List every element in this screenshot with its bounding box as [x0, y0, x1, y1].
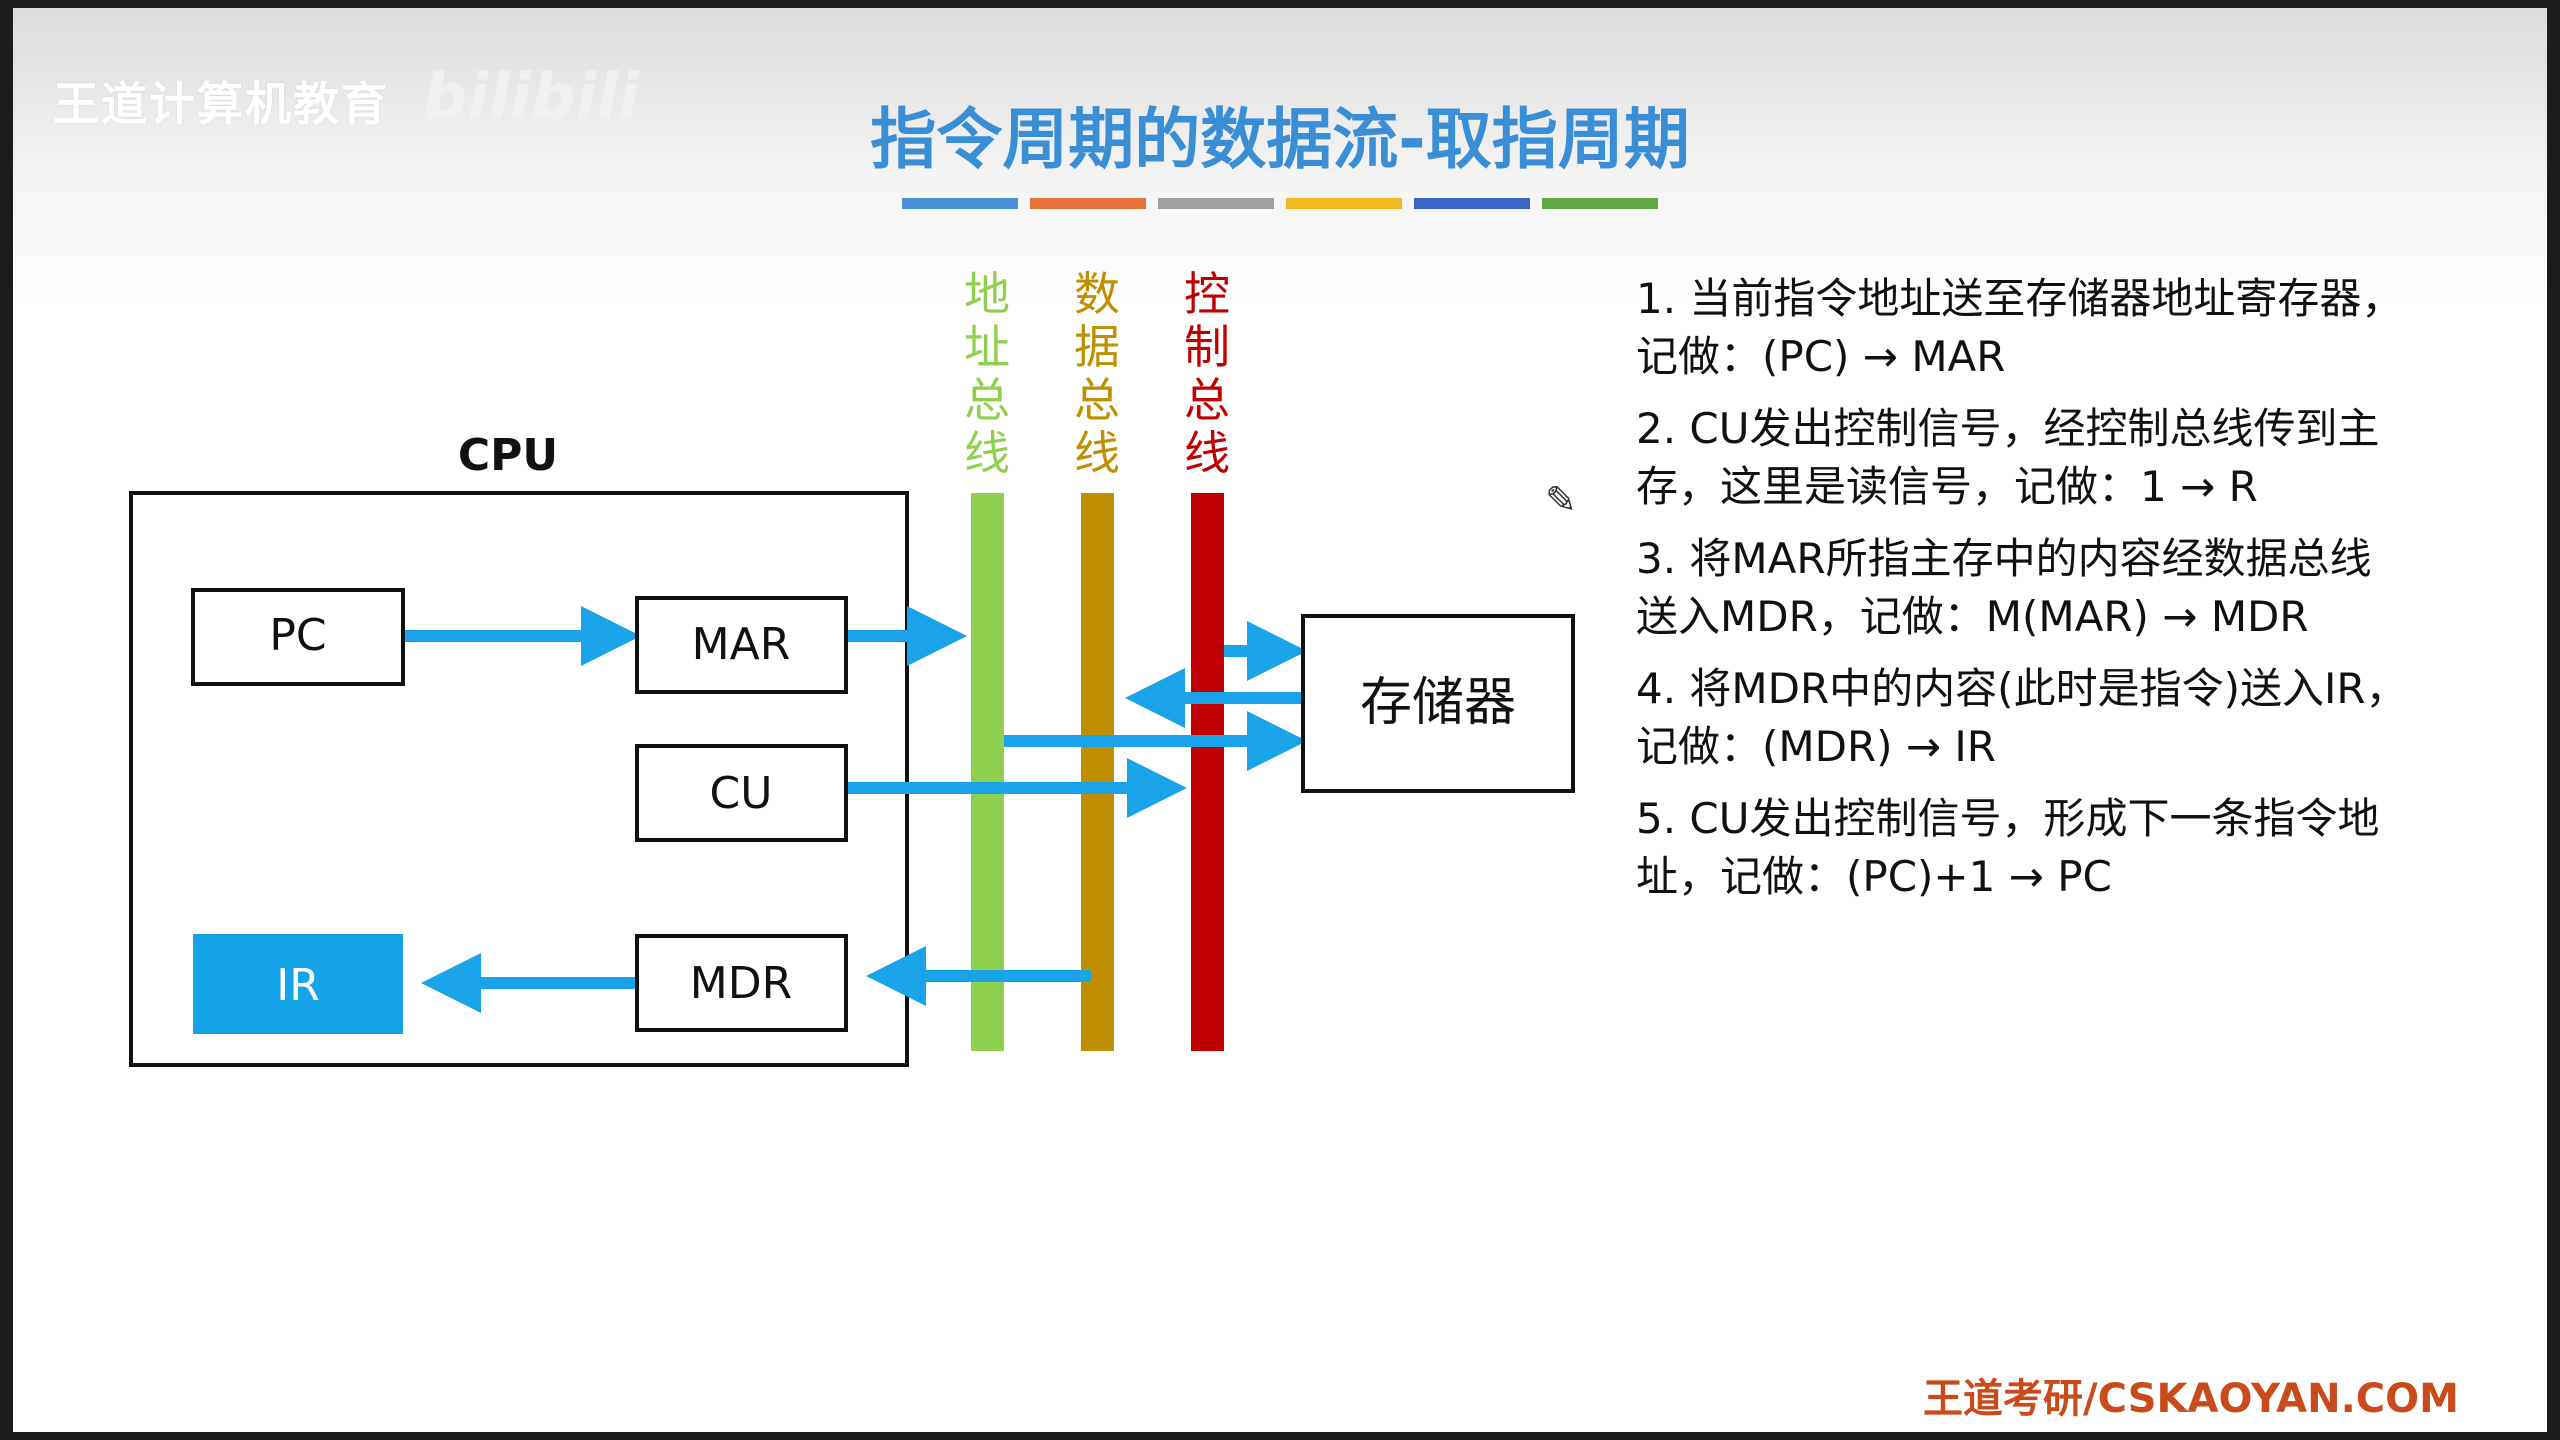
bus-label-char: 数 [1074, 267, 1120, 321]
color-segment [1030, 198, 1146, 209]
data-bus-label: 数 据 总 线 [1074, 267, 1120, 480]
bus-label-char: 控 [1184, 267, 1230, 321]
mar-register-label: MAR [692, 619, 791, 670]
bus-label-char: 总 [1074, 373, 1120, 427]
bus-label-char: 总 [964, 373, 1010, 427]
color-segment [1286, 198, 1402, 209]
slide-title: 指令周期的数据流-取指周期 [870, 101, 1690, 178]
step-text: 5. CU发出控制信号，形成下一条指令地 [1636, 794, 2380, 843]
color-segment [902, 198, 1018, 209]
datapath-diagram: CPU 地 址 总 线 数 据 总 线 控 制 总 线 [129, 267, 1575, 1067]
pc-register-box [191, 588, 405, 686]
address-bus-label: 地 址 总 线 [964, 267, 1010, 480]
mar-register-box [635, 596, 848, 694]
step-text: 4. 将MDR中的内容(此时是指令)送入IR， [1636, 664, 2408, 713]
step-item: 2. CU发出控制信号，经控制总线传到主 存，这里是读信号，记做：1 → R [1636, 400, 2516, 516]
memory-label: 存储器 [1360, 673, 1516, 733]
pencil-cursor-icon: ✎ [1545, 478, 1577, 522]
data-bus-bar [1081, 493, 1114, 1051]
bus-label-char: 线 [1184, 426, 1230, 480]
cpu-box [129, 491, 909, 1067]
step-text: 送入MDR，记做：M(MAR) → MDR [1636, 592, 2309, 641]
step-text: 3. 将MAR所指主存中的内容经数据总线 [1636, 534, 2372, 583]
control-bus-label: 控 制 总 线 [1184, 267, 1230, 480]
title-color-bar [13, 198, 2547, 209]
footer-brand: 王道考研/CSKAOYAN.COM [1923, 1376, 2459, 1422]
step-text: 2. CU发出控制信号，经控制总线传到主 [1636, 404, 2380, 453]
color-segment [1414, 198, 1530, 209]
step-text: 存，这里是读信号，记做：1 → R [1636, 462, 2258, 511]
mdr-register-label: MDR [690, 958, 792, 1009]
bus-label-char: 线 [964, 426, 1010, 480]
cpu-label: CPU [458, 430, 558, 481]
color-segment [1158, 198, 1274, 209]
step-item: 1. 当前指令地址送至存储器地址寄存器， 记做：(PC) → MAR [1636, 270, 2516, 386]
bus-label-char: 据 [1074, 320, 1120, 374]
bus-label-char: 址 [964, 320, 1010, 374]
step-text: 址，记做：(PC)+1 → PC [1636, 852, 2112, 901]
step-item: 3. 将MAR所指主存中的内容经数据总线 送入MDR，记做：M(MAR) → M… [1636, 530, 2516, 646]
step-item: 4. 将MDR中的内容(此时是指令)送入IR， 记做：(MDR) → IR [1636, 660, 2516, 776]
bus-label-char: 线 [1074, 426, 1120, 480]
bus-label-char: 总 [1184, 373, 1230, 427]
step-item: 5. CU发出控制信号，形成下一条指令地 址，记做：(PC)+1 → PC [1636, 790, 2516, 906]
step-text: 记做：(PC) → MAR [1636, 332, 2006, 381]
slide: 王道计算机教育 bilibili 指令周期的数据流-取指周期 CPU 地 址 总… [13, 8, 2547, 1432]
bilibili-logo: bilibili [423, 60, 640, 133]
pc-register-label: PC [269, 610, 326, 661]
bus-label-char: 地 [964, 267, 1010, 321]
control-bus-bar [1191, 493, 1224, 1051]
step-text: 1. 当前指令地址送至存储器地址寄存器， [1636, 274, 2404, 323]
bus-label-char: 制 [1184, 320, 1230, 374]
memory-box [1301, 614, 1575, 793]
mdr-register-box [635, 934, 848, 1032]
ir-register-label: IR [276, 960, 320, 1011]
color-segment [1542, 198, 1658, 209]
cu-register-label: CU [710, 768, 773, 819]
step-list: 1. 当前指令地址送至存储器地址寄存器， 记做：(PC) → MAR 2. CU… [1636, 270, 2516, 920]
cu-register-box [635, 744, 848, 842]
address-bus-bar [971, 493, 1004, 1051]
ir-register-box [193, 934, 403, 1034]
step-text: 记做：(MDR) → IR [1636, 722, 1996, 771]
watermark-text: 王道计算机教育 [53, 77, 389, 131]
